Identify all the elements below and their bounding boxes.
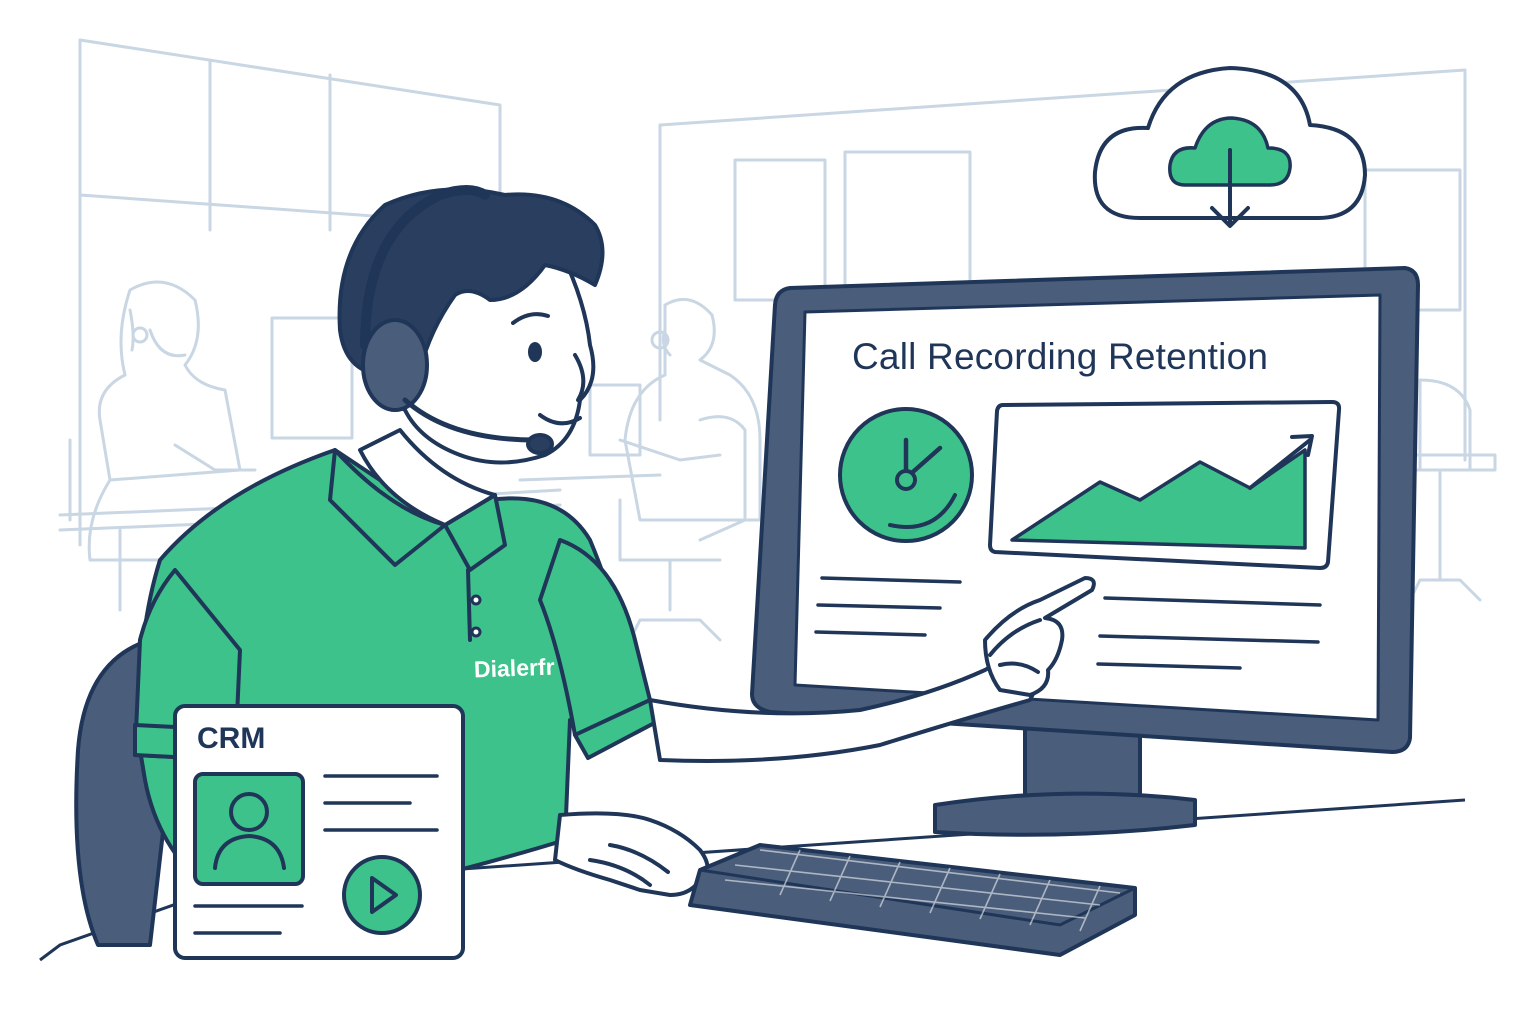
crm-text-lines [193,774,439,935]
screen-title: Call Recording Retention [852,336,1269,377]
play-icon [342,855,422,935]
area-chart-icon [988,400,1342,570]
cloud-download-icon [1092,66,1367,228]
clock-icon [838,407,974,543]
keyboard [688,843,1137,957]
user-icon [193,772,305,886]
screen-text-lines [814,576,1322,670]
crm-card-title: CRM [197,722,266,755]
shirt-brand-label: Dialerfr [473,653,555,683]
